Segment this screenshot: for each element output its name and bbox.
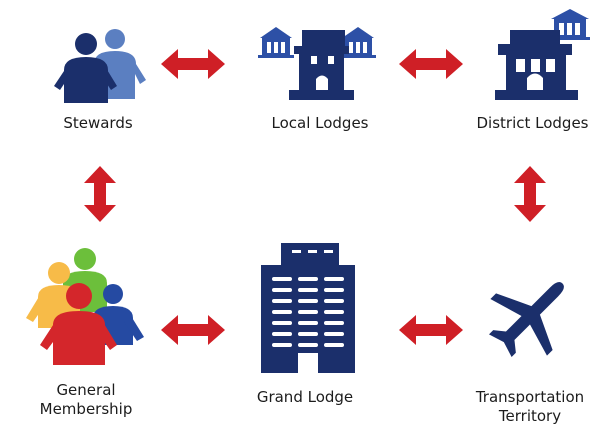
arrow-general-membership-grand-lodge — [161, 315, 225, 345]
building-window — [298, 332, 318, 336]
building-window — [324, 332, 344, 336]
grand-lodge-building-icon — [261, 243, 355, 373]
arrows — [84, 49, 546, 345]
building-window — [324, 288, 344, 292]
building-window — [272, 288, 292, 292]
building-window — [298, 277, 318, 281]
district-lodges-label: District Lodges — [476, 114, 589, 132]
building-window — [272, 277, 292, 281]
building-window — [298, 310, 318, 314]
building-window — [272, 332, 292, 336]
arrow-stewards-local-lodges — [161, 49, 225, 79]
transportation-territory-label-line1: Transportation — [475, 388, 585, 406]
general-membership-label: General Membership — [20, 381, 152, 419]
transportation-territory-label: Transportation Territory — [455, 388, 605, 426]
building-window — [298, 343, 318, 347]
arrow-grand-lodge-transportation — [399, 315, 463, 345]
general-membership-label-line1: General — [56, 381, 116, 399]
general-membership-people-icon — [26, 248, 144, 365]
building-window — [324, 277, 344, 281]
stewards-label: Stewards — [63, 114, 133, 132]
building-window — [324, 310, 344, 314]
building-window — [298, 321, 318, 325]
arrow-local-district-lodges — [399, 49, 463, 79]
building-window — [324, 321, 344, 325]
building-window — [324, 343, 344, 347]
building-window — [272, 310, 292, 314]
airplane-icon — [488, 282, 564, 358]
local-lodges-building-icon — [258, 27, 376, 100]
building-window — [272, 299, 292, 303]
transportation-territory-label-line2: Territory — [498, 407, 562, 425]
arrow-district-lodges-transportation — [514, 166, 546, 222]
building-window — [324, 299, 344, 303]
stewards-people-icon — [54, 29, 146, 103]
arrow-stewards-general-membership — [84, 166, 116, 222]
building-window — [272, 343, 292, 347]
building-window — [298, 299, 318, 303]
local-lodges-label: Local Lodges — [271, 114, 369, 132]
building-window — [298, 288, 318, 292]
district-lodges-building-icon — [495, 9, 590, 100]
general-membership-label-line2: Membership — [39, 400, 133, 418]
grand-lodge-label: Grand Lodge — [256, 388, 354, 406]
building-window — [272, 321, 292, 325]
